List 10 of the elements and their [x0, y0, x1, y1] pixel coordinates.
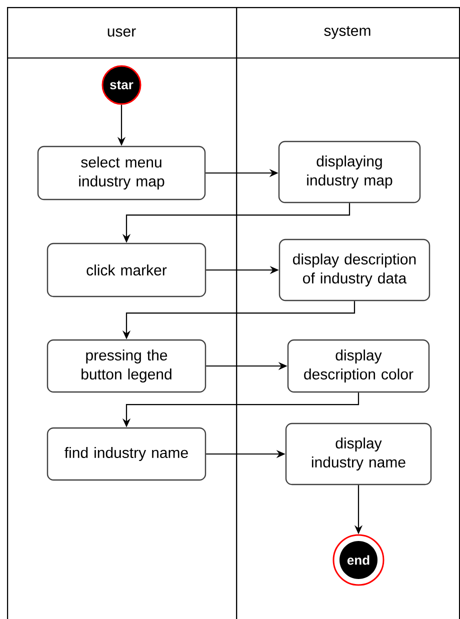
activity-box: find industry name: [46, 427, 206, 481]
activity-box: display industry name: [285, 422, 432, 486]
activity-box: display description of industry data: [278, 238, 430, 302]
activity-box: display description color: [287, 339, 430, 393]
end-node: end: [332, 534, 384, 586]
activity-box: displaying industry map: [278, 140, 421, 204]
activity-box: pressing the button legend: [46, 339, 206, 393]
start-node: star: [102, 65, 142, 105]
activity-box: click marker: [46, 242, 206, 298]
activity-box: select menu industry map: [37, 146, 206, 200]
